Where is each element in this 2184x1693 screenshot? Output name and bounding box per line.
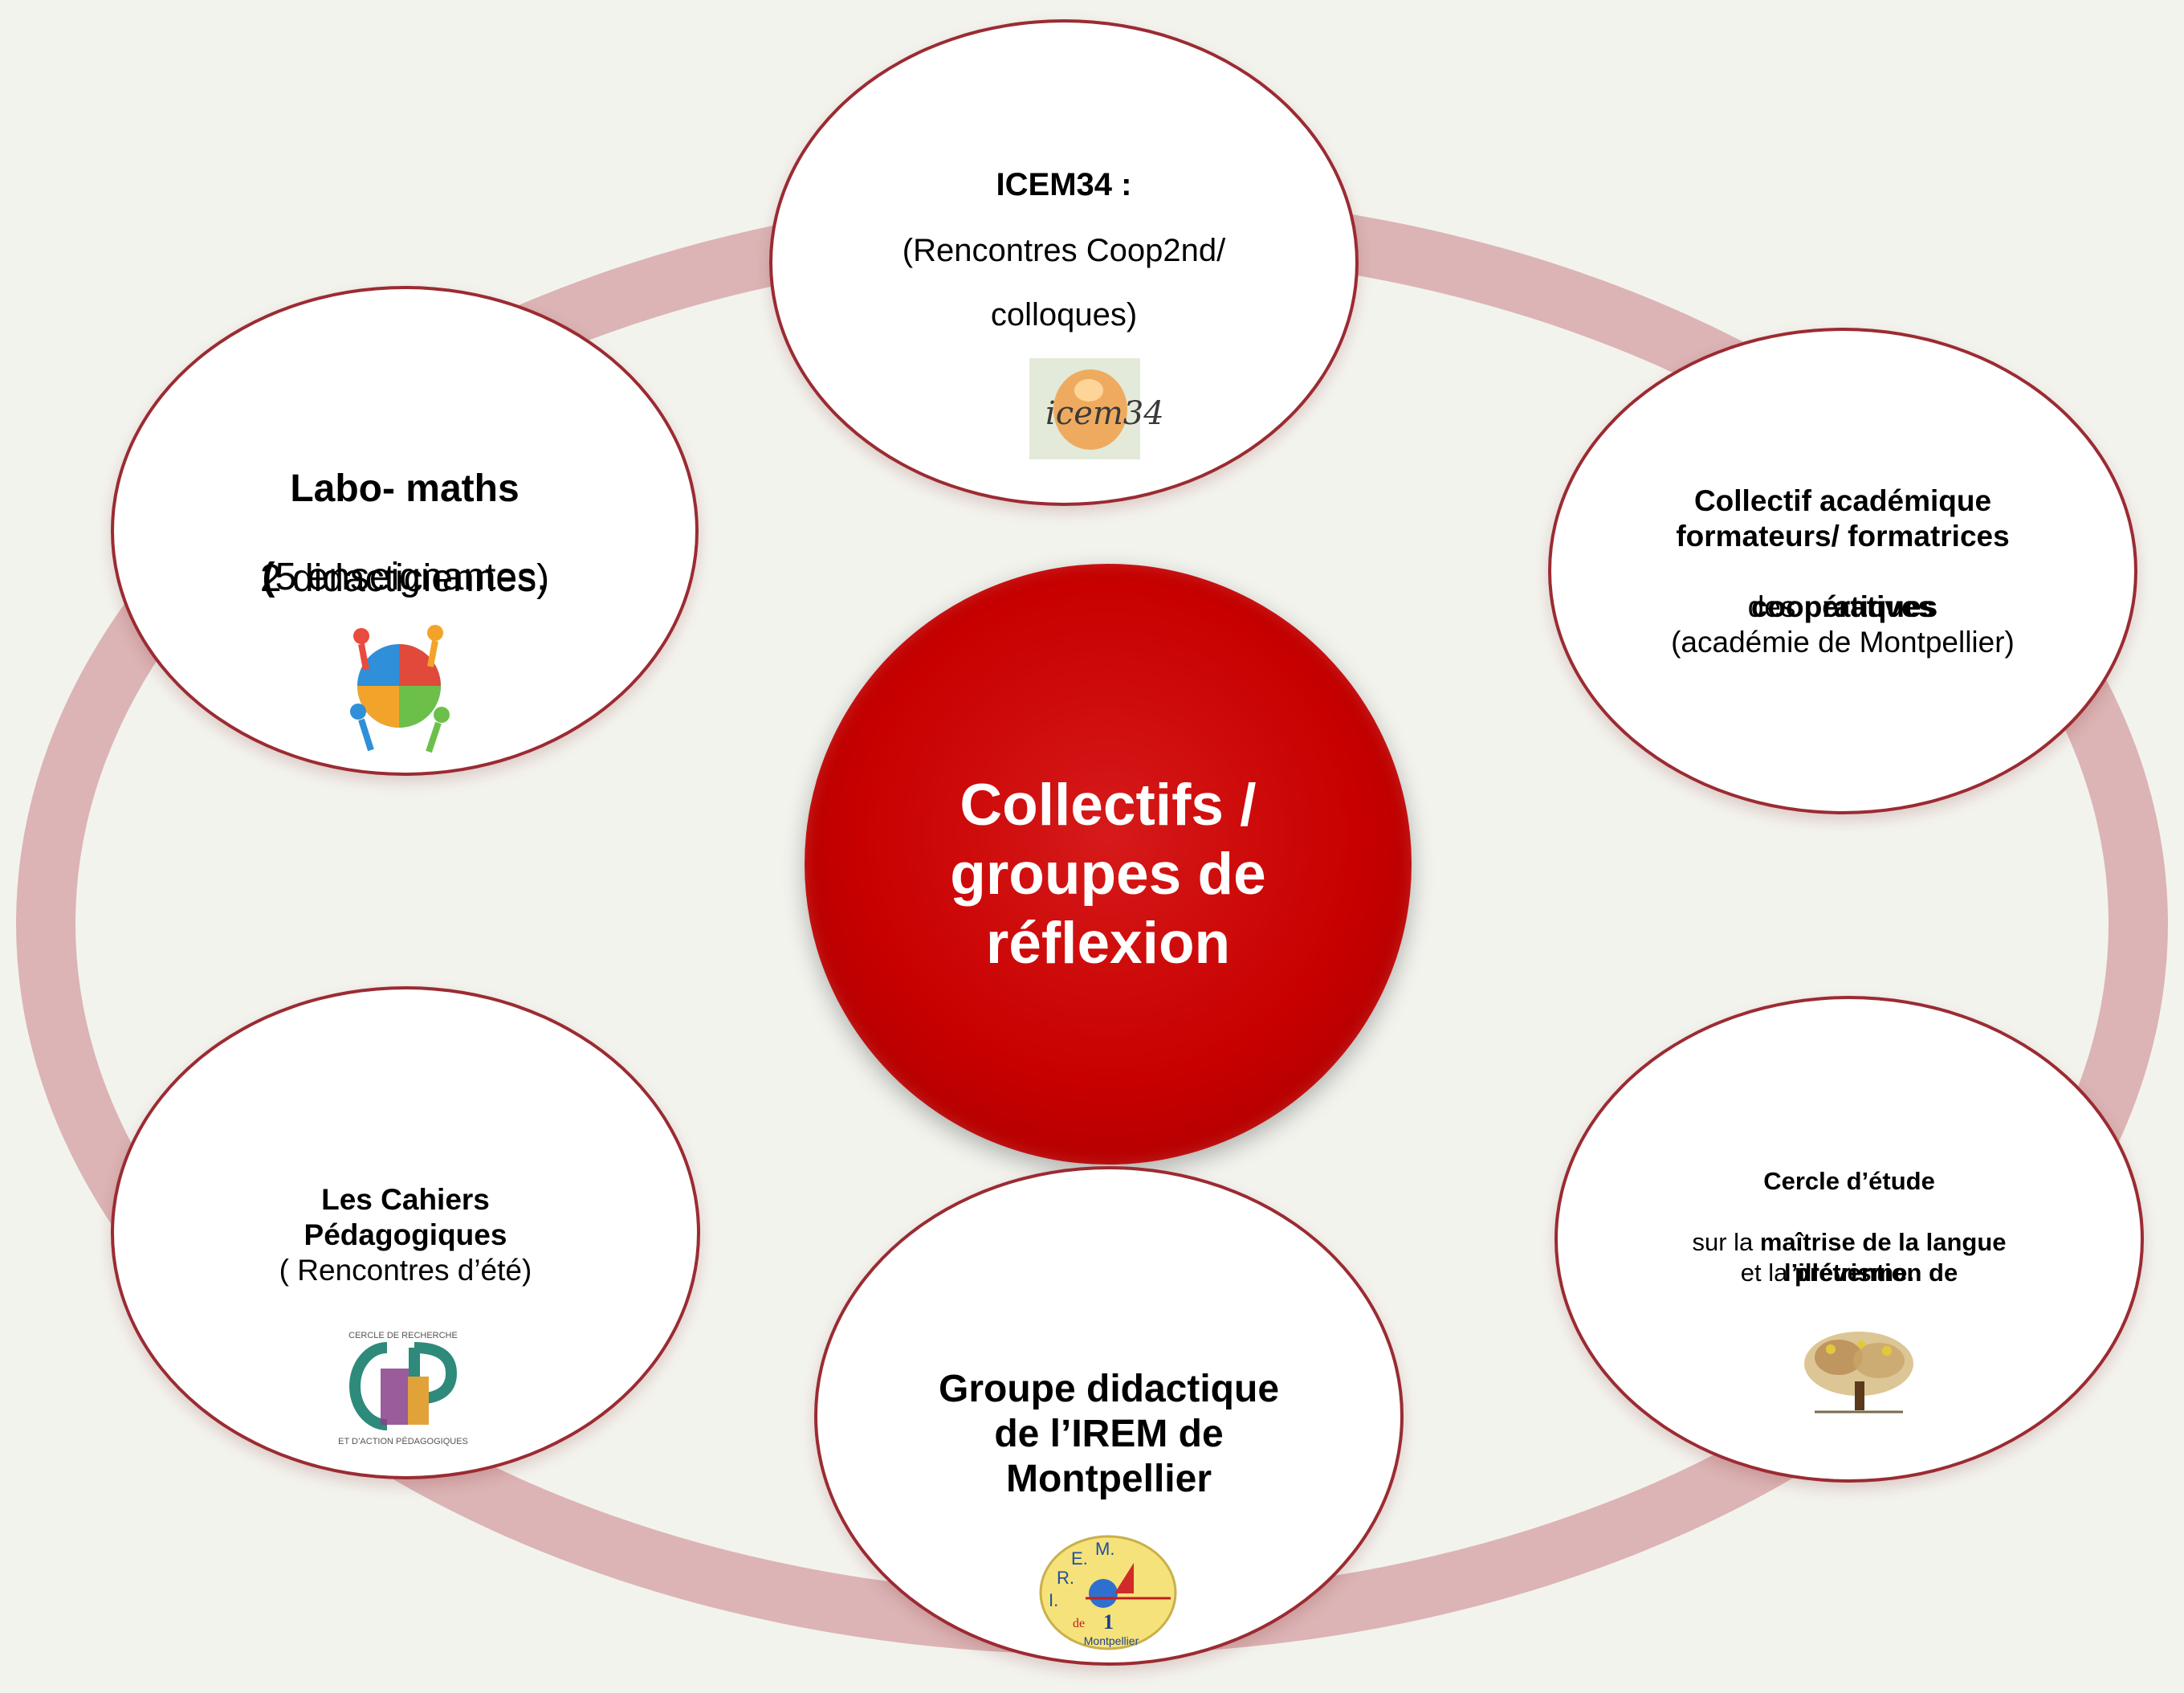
tree-icon	[1799, 1325, 1919, 1418]
icem34-line2: colloques)	[990, 297, 1138, 332]
collectif-line1: Collectif académique	[1693, 484, 1992, 517]
cahiers-line3: ( Rencontres d’été)	[279, 1254, 532, 1287]
cercle-line2: sur la maîtrise de la langue	[1558, 1197, 2141, 1258]
irem-line1: Groupe didactique	[938, 1368, 1280, 1410]
collectif-line3-plain: des	[1747, 590, 1804, 623]
irem-logo-e: E.	[1071, 1548, 1088, 1569]
cercle-line2-bold: maîtrise de la langue	[1759, 1228, 2007, 1256]
labo-title: Labo- maths	[290, 467, 520, 510]
cercle-line3-plain: et la	[1740, 1259, 1795, 1287]
irem-logo-city: Montpellier	[1084, 1634, 1139, 1647]
node-labo-maths: Labo- maths (5 enseignantes, 2 didactici…	[111, 286, 699, 776]
labo-line2: 2 didacticiennes)	[259, 557, 550, 600]
irem-logo-m: M.	[1095, 1539, 1114, 1559]
collectif-line2: formateurs/ formatrices	[1676, 520, 2010, 553]
node-icem34: ICEM34 : (Rencontres Coop2nd/ colloques)…	[769, 19, 1359, 506]
irem-logo-num: 1	[1103, 1610, 1114, 1634]
cercle-line3: et la prévention de	[1558, 1227, 2141, 1288]
puzzle-people-icon	[339, 622, 459, 757]
labo-line1-wrap: (5 enseignantes,	[114, 512, 695, 599]
node-irem-montpellier: Groupe didactique de l’IREM de Montpelli…	[814, 1166, 1404, 1666]
irem-logo-i: I.	[1049, 1590, 1058, 1610]
irem-logo: I. R. E. M. de 1 Montpellier	[1037, 1534, 1179, 1651]
labo-line1: 5 enseignantes,	[275, 556, 548, 598]
icem34-line1: (Rencontres Coop2nd/	[902, 233, 1226, 268]
node-collectif-academique: Collectif académique formateurs/ formatr…	[1548, 328, 2137, 814]
collectif-line3: des pratiques	[1551, 554, 2134, 625]
crap-logo-bottom: ET D’ACTION PÉDAGOGIQUES	[338, 1436, 468, 1446]
collectif-line5: (académie de Montpellier)	[1671, 626, 2015, 659]
labo-paren: (	[262, 556, 275, 598]
irem-logo-de: de	[1073, 1617, 1085, 1630]
cercle-line3-bold: prévention de	[1794, 1259, 1958, 1287]
cahiers-line2: Pédagogiques	[304, 1218, 507, 1251]
node-cercle-etude: Cercle d’étude sur la maîtrise de la lan…	[1554, 996, 2144, 1483]
cercle-line2-plain: sur la	[1692, 1228, 1760, 1256]
crap-logo: CERCLE DE RECHERCHE ET D’ACTION PÉDAGOGI…	[331, 1328, 475, 1449]
icem34-logo: icem34	[1029, 358, 1164, 459]
irem-logo-r: R.	[1057, 1568, 1074, 1588]
cercle-line4: l’illétrisme.	[1784, 1259, 1914, 1287]
node-cahiers-pedagogiques: Les Cahiers Pédagogiques ( Rencontres d’…	[111, 986, 700, 1479]
cercle-line1: Cercle d’étude	[1763, 1167, 1935, 1195]
crap-logo-top: CERCLE DE RECHERCHE	[348, 1331, 458, 1340]
icem34-title: ICEM34 :	[996, 167, 1132, 202]
collectif-line4: coopératives	[1750, 590, 1935, 623]
center-title: Collectifs / groupes de réflexion	[950, 773, 1266, 976]
icem34-logo-text: icem34	[1045, 395, 1164, 432]
collectif-line3-bold: pratiques	[1803, 590, 1938, 623]
irem-line2: de l’IREM de	[994, 1413, 1224, 1455]
center-circle: Collectifs / groupes de réflexion	[805, 564, 1412, 1165]
irem-line3: Montpellier	[1005, 1458, 1212, 1500]
cahiers-line1: Les Cahiers	[321, 1183, 490, 1216]
